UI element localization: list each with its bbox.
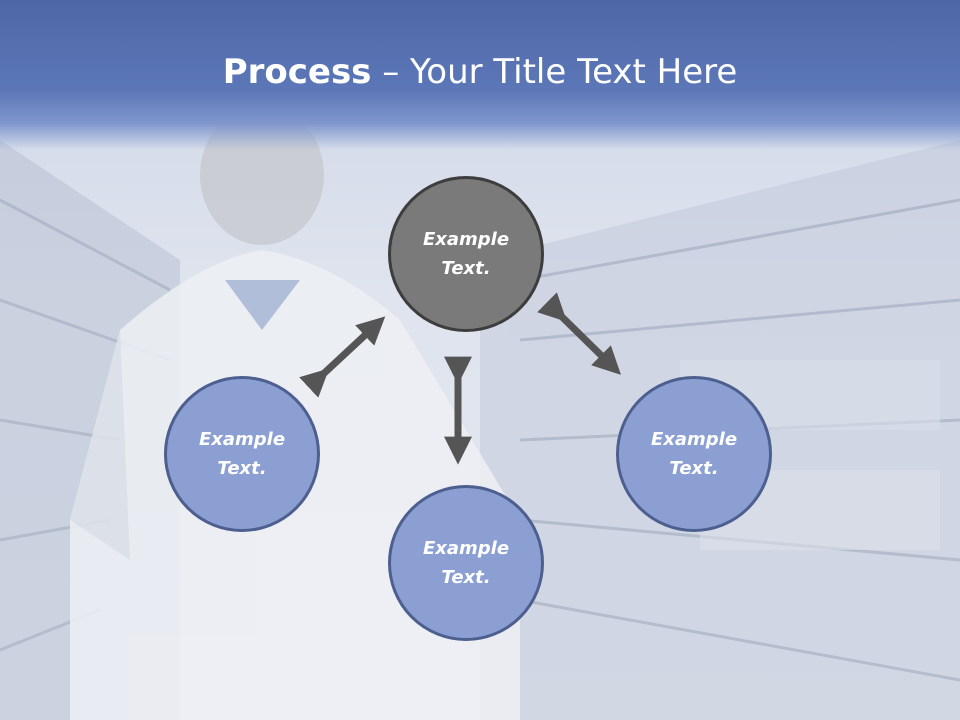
arrow-left [299, 316, 386, 398]
node-left-line2: Text. [217, 458, 267, 479]
title-rest: – Your Title Text Here [371, 52, 738, 92]
node-left-line1: Example [198, 429, 286, 450]
node-right-line2: Text. [669, 458, 719, 479]
node-center-line1: Example [422, 229, 510, 250]
title-bold: Process [222, 52, 372, 92]
slide-title: Process – Your Title Text Here [0, 52, 960, 92]
node-bottom-line1: Example [422, 538, 510, 559]
node-bottom-line2: Text. [441, 567, 491, 588]
node-right-line1: Example [650, 429, 738, 450]
node-center-line2: Text. [441, 258, 491, 279]
title-bar [0, 0, 960, 150]
arrow-right [537, 292, 621, 375]
